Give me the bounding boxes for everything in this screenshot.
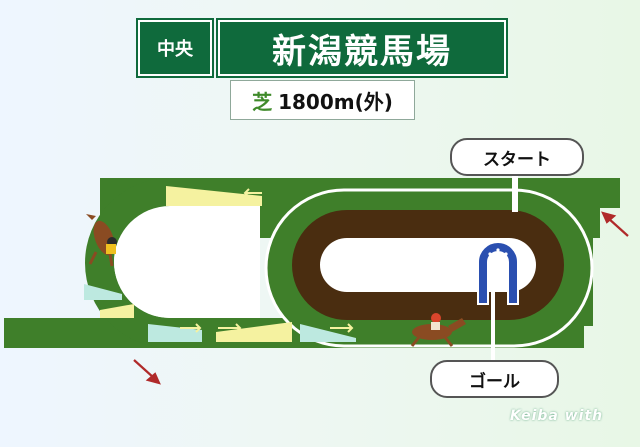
horse-jockey-icon <box>410 313 466 347</box>
start-label: スタート <box>450 138 584 176</box>
start-pole <box>512 172 518 212</box>
slope-down-left-curve <box>84 284 122 300</box>
distance-label: 1800m(外) <box>278 89 393 114</box>
slope-up-left-curve <box>100 304 134 318</box>
direction-arrowhead-right <box>601 211 617 224</box>
goal-label: ゴール <box>430 360 559 398</box>
direction-arrows <box>133 211 629 385</box>
horse-jockey-left-icon <box>86 214 117 267</box>
slope-down-straight-2 <box>300 324 356 342</box>
direction-arrow-left <box>133 359 155 379</box>
direction-arrowhead-left <box>145 372 161 385</box>
course-info-box: 芝 1800m(外) <box>230 80 415 120</box>
outer-track-left-curve <box>85 178 170 348</box>
category-badge: 中央 <box>138 20 212 76</box>
horseshoe-icon <box>477 241 519 305</box>
brand-watermark: Keiba with <box>510 408 604 424</box>
goal-pole <box>491 290 495 362</box>
left-infield <box>114 206 260 318</box>
direction-arrow-right <box>607 217 629 237</box>
slope-up-straight <box>216 322 292 342</box>
surface-label: 芝 <box>252 89 273 114</box>
flow-arrows <box>180 188 354 333</box>
slope-up-top <box>166 186 262 206</box>
venue-title: 新潟競馬場 <box>218 20 506 76</box>
